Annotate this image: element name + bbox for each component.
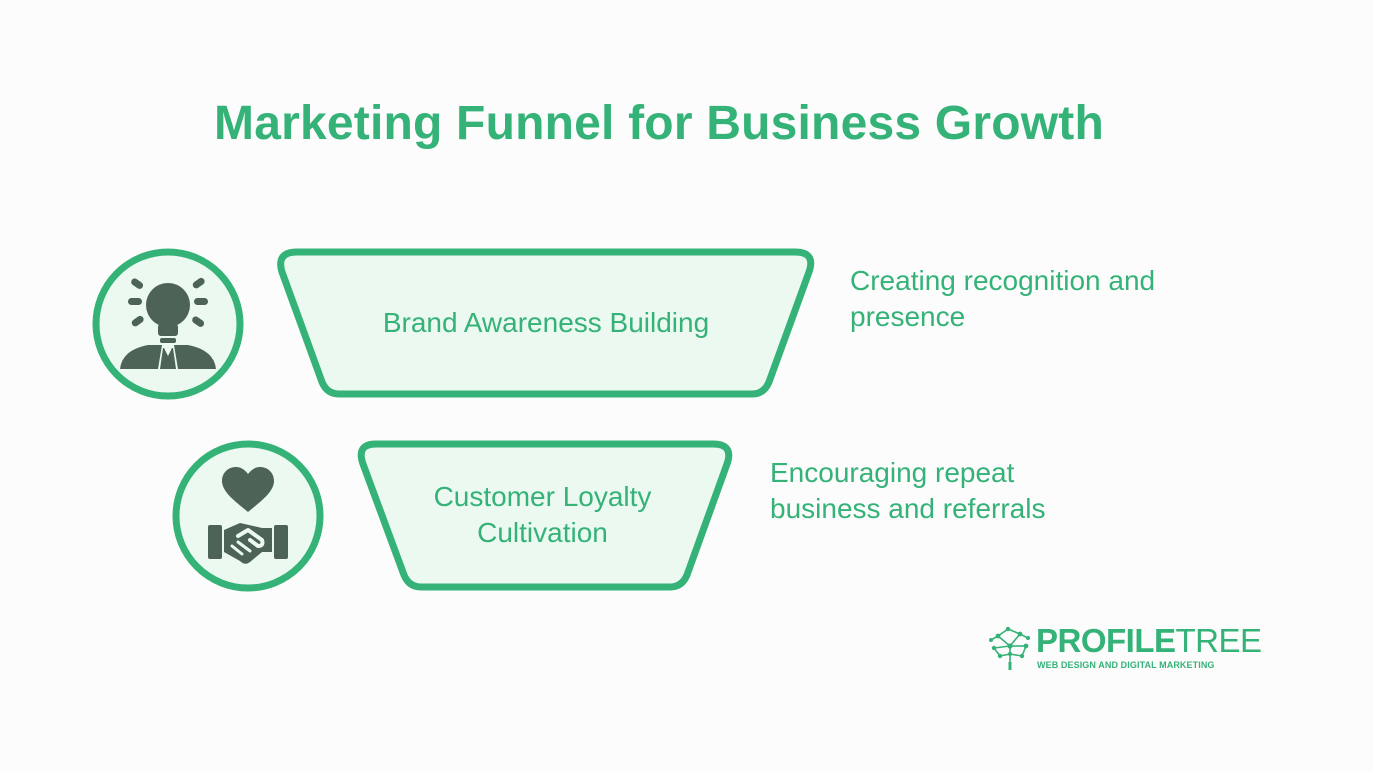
diagram-title: Marketing Funnel for Business Growth [214,97,1104,150]
funnel-segment-customer-loyalty [357,440,733,591]
logo-tagline: WEB DESIGN AND DIGITAL MARKETING [1037,660,1215,670]
stage-description-brand-awareness: Creating recognition and presence [850,265,1156,332]
stage-description-customer-loyalty: Encouraging repeat business and referral… [770,457,1046,524]
lightbulb-person-icon [92,248,244,400]
funnel-segment-brand-awareness [277,248,815,398]
logo-wordmark: PROFILETREE [1036,624,1262,658]
stage-label-brand-awareness: Brand Awareness Building [382,307,710,338]
tree-network-icon [989,626,1030,670]
logo-name-bold: PROFILE [1036,622,1176,659]
heart-handshake-icon [172,440,324,592]
stage-label-customer-loyalty: Customer Loyalty Cultivation [433,481,652,548]
profiletree-logo: PROFILETREE WEB DESIGN AND DIGITAL MARKE… [988,624,1262,672]
logo-name-light: TREE [1175,622,1263,659]
